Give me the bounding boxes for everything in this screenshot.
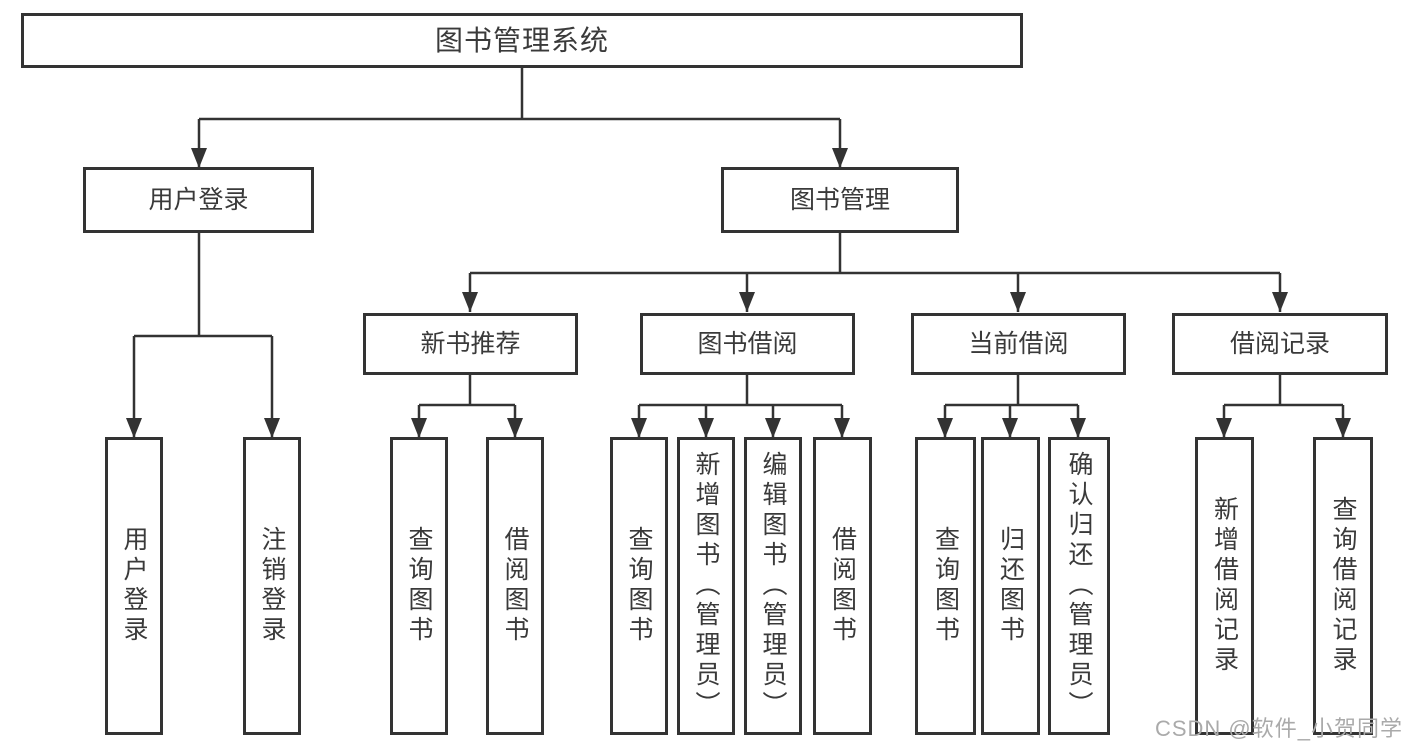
node-book-management: 图书管理: [721, 167, 959, 233]
node-book-management-system: 图书管理系统: [21, 13, 1023, 68]
node-label: 编辑图书（管理员）: [759, 451, 787, 721]
node-label: 查询图书: [931, 526, 960, 646]
node-label: 借阅记录: [1229, 330, 1330, 358]
node-label: 归还图书: [996, 526, 1025, 646]
node-leaf-logout: 注销登录: [243, 437, 301, 735]
node-label: 新增图书（管理员）: [692, 451, 720, 721]
node-leaf-current-query-book: 查询图书: [915, 437, 976, 735]
node-borrow-records: 借阅记录: [1172, 313, 1388, 375]
node-book-borrow: 图书借阅: [640, 313, 855, 375]
node-label: 图书管理系统: [434, 24, 609, 56]
node-leaf-recommend-borrow-book: 借阅图书: [486, 437, 544, 735]
node-label: 图书管理: [789, 186, 890, 214]
csdn-watermark: CSDN @软件_小贺同学: [1154, 716, 1403, 741]
connector-root: [191, 68, 848, 168]
node-label: 用户登录: [148, 186, 249, 214]
node-leaf-records-add-record: 新增借阅记录: [1195, 437, 1254, 735]
node-leaf-user-login: 用户登录: [105, 437, 163, 735]
connector-new-book-recommend: [411, 375, 523, 438]
node-label: 新增借阅记录: [1210, 496, 1239, 676]
node-label: 借阅图书: [501, 526, 529, 646]
node-leaf-borrow-query-book: 查询图书: [610, 437, 668, 735]
edge: [470, 233, 1280, 275]
connector-borrow-records: [1216, 375, 1351, 438]
node-label: 借阅图书: [828, 526, 857, 646]
node-label: 当前借阅: [968, 330, 1069, 358]
node-label: 查询借阅记录: [1329, 496, 1357, 676]
node-label: 查询图书: [405, 526, 433, 646]
node-leaf-recommend-query-book: 查询图书: [390, 437, 448, 735]
edge: [199, 68, 840, 121]
edge: [639, 375, 842, 407]
node-label: 注销登录: [258, 526, 286, 646]
edge: [134, 233, 272, 338]
connector-book-borrow: [631, 375, 850, 438]
node-new-book-recommend: 新书推荐: [363, 313, 578, 375]
connector-book-management: [462, 233, 1288, 312]
connector-user-login: [126, 233, 280, 438]
edge: [1224, 375, 1343, 407]
node-leaf-current-return-book: 归还图书: [981, 437, 1040, 735]
node-current-borrow: 当前借阅: [911, 313, 1126, 375]
edge: [945, 375, 1078, 407]
node-user-login: 用户登录: [83, 167, 314, 233]
node-leaf-borrow-borrow-book: 借阅图书: [813, 437, 872, 735]
node-label: 确认归还（管理员）: [1065, 451, 1093, 721]
node-leaf-records-query-record: 查询借阅记录: [1313, 437, 1373, 735]
node-label: 查询图书: [625, 526, 653, 646]
node-leaf-borrow-add-book: 新增图书（管理员）: [677, 437, 735, 735]
node-label: 用户登录: [120, 526, 148, 646]
connector-current-borrow: [937, 375, 1086, 438]
node-leaf-current-confirm-return: 确认归还（管理员）: [1048, 437, 1110, 735]
node-label: 新书推荐: [420, 330, 521, 358]
node-label: 图书借阅: [697, 330, 798, 358]
edge: [419, 375, 515, 407]
node-leaf-borrow-edit-book: 编辑图书（管理员）: [744, 437, 802, 735]
